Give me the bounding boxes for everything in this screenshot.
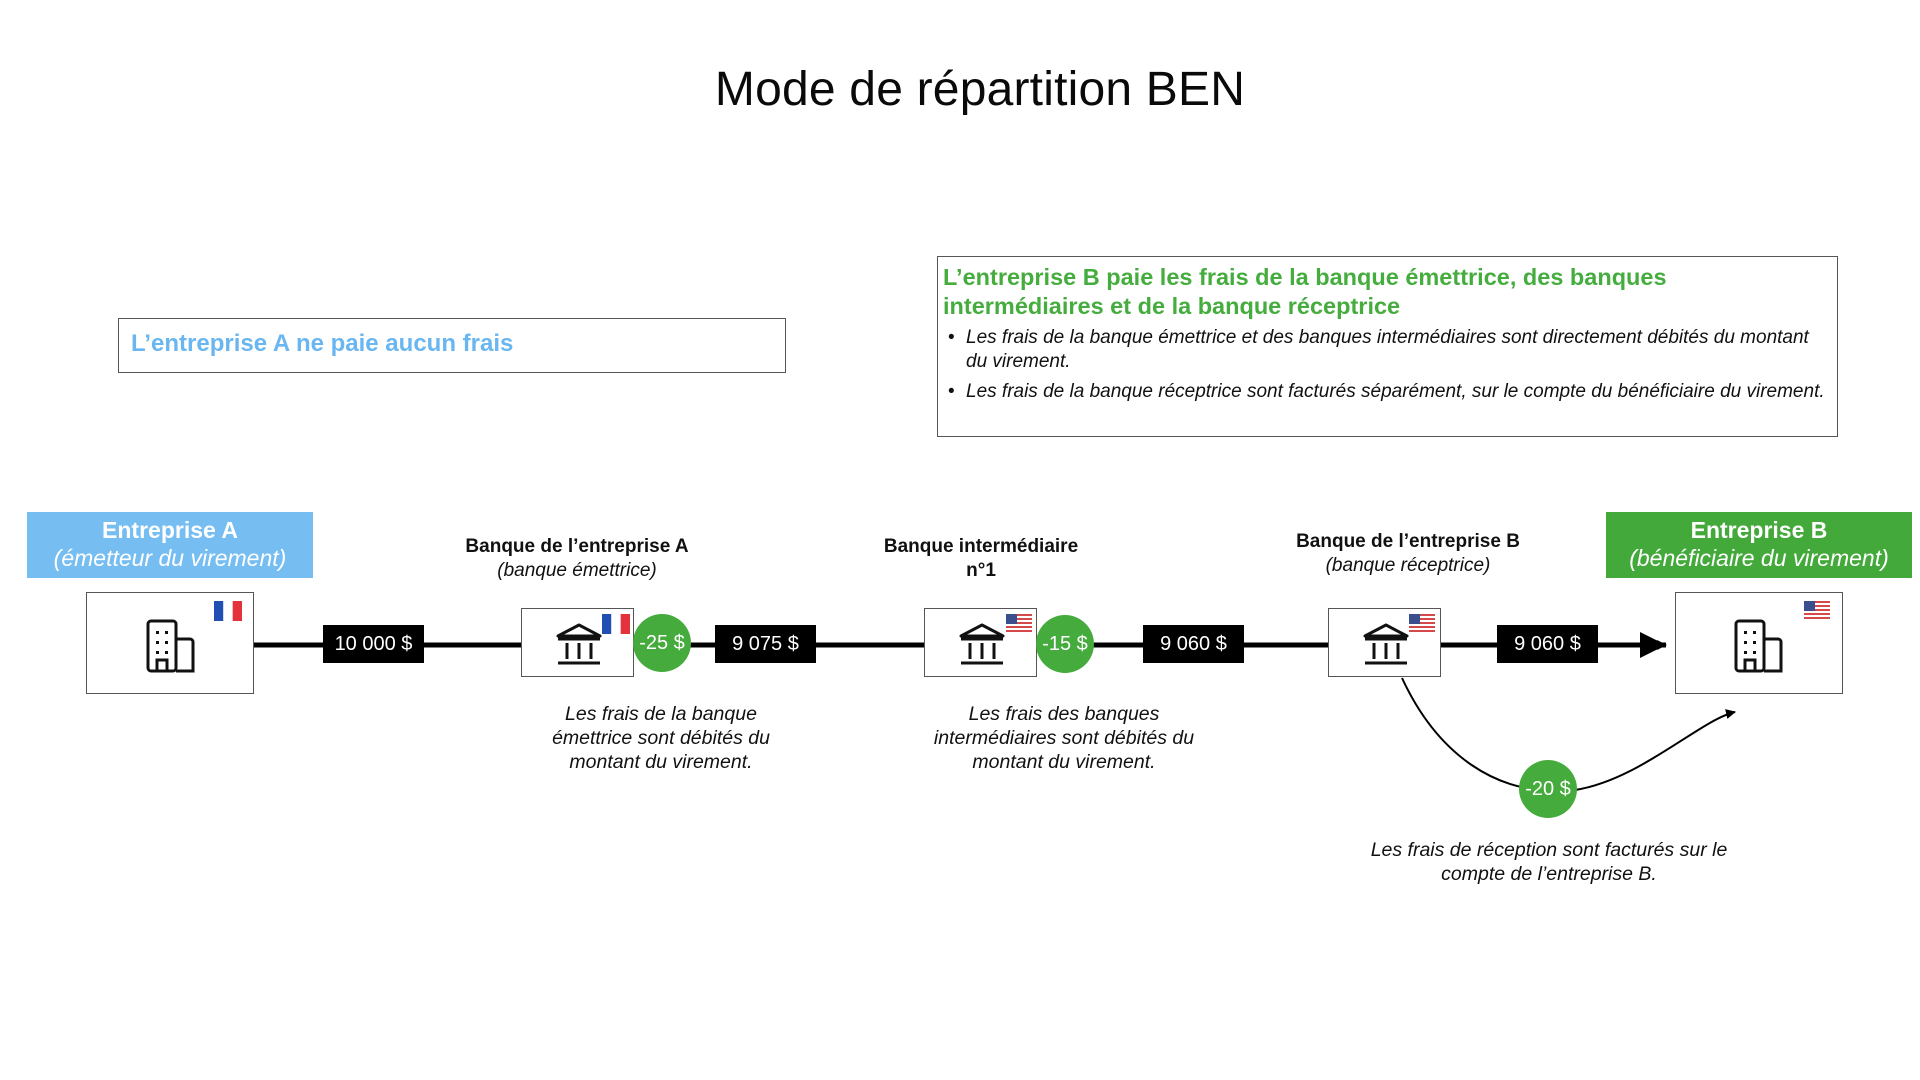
fee-bank-b: -20 $ xyxy=(1519,760,1577,818)
bank-b-role: (banque réceptrice) xyxy=(1325,555,1491,576)
france-flag-icon xyxy=(214,601,242,621)
note-bank-mid: Les frais des banques intermédiaires son… xyxy=(933,703,1195,773)
entreprise-b-label: Entreprise B (bénéficiaire du virement) xyxy=(1606,512,1912,578)
usa-flag-icon xyxy=(1804,601,1830,619)
office-building-icon xyxy=(146,619,195,673)
fee-bank-mid: -15 $ xyxy=(1036,615,1094,673)
fee-bank-a: -25 $ xyxy=(633,614,691,672)
final-arrow-head xyxy=(1640,632,1666,658)
bank-a-role: (banque émettrice) xyxy=(497,560,657,581)
bank-b-node xyxy=(1328,608,1441,677)
entreprise-a-node xyxy=(86,592,254,694)
info-box-bullet: Les frais de la banque émettrice et des … xyxy=(948,326,1832,374)
info-box-bullet-list: Les frais de la banque émettrice et des … xyxy=(943,326,1832,404)
reception-fee-curve-to-b xyxy=(1574,709,1736,791)
bank-mid-label: Banque intermédiaire n°1 xyxy=(831,535,1131,583)
note-bank-a: Les frais de la banque émettrice sont dé… xyxy=(552,703,770,773)
bank-mid-role: n°1 xyxy=(966,560,996,581)
amount-start: 10 000 $ xyxy=(323,625,424,663)
amount-after-bank-a: 9 075 $ xyxy=(715,625,816,663)
bank-a-node xyxy=(521,608,634,677)
bank-icon xyxy=(959,623,1005,665)
info-box-bullet: Les frais de la banque réceptrice sont f… xyxy=(948,380,1832,404)
entreprise-a-label: Entreprise A (émetteur du virement) xyxy=(27,512,313,578)
note-bank-b: Les frais de réception sont facturés sur… xyxy=(1370,839,1728,885)
bank-b-label: Banque de l’entreprise B (banque réceptr… xyxy=(1258,530,1558,578)
usa-flag-icon xyxy=(1409,614,1435,632)
info-box-entreprise-a: L’entreprise A ne paie aucun frais xyxy=(118,318,786,373)
bank-b-name: Banque de l’entreprise B xyxy=(1296,531,1520,552)
france-flag-icon xyxy=(602,614,630,634)
entreprise-b-name: Entreprise B xyxy=(1690,517,1828,543)
info-box-entreprise-b: L’entreprise B paie les frais de la banq… xyxy=(937,256,1838,437)
amount-after-mid: 9 060 $ xyxy=(1143,625,1244,663)
entreprise-b-node xyxy=(1675,592,1843,694)
office-building-icon xyxy=(1734,619,1783,673)
amount-final: 9 060 $ xyxy=(1497,625,1598,663)
bank-mid-node xyxy=(924,608,1037,677)
entreprise-b-role: (bénéficiaire du virement) xyxy=(1629,545,1889,571)
bank-a-name: Banque de l’entreprise A xyxy=(465,536,689,557)
info-box-heading: L’entreprise B paie les frais de la banq… xyxy=(943,264,1667,319)
usa-flag-icon xyxy=(1006,614,1032,632)
entreprise-a-name: Entreprise A xyxy=(102,517,238,543)
bank-a-label: Banque de l’entreprise A (banque émettri… xyxy=(427,535,727,583)
bank-mid-name: Banque intermédiaire xyxy=(883,536,1079,557)
bank-icon xyxy=(556,623,602,665)
page-title: Mode de répartition BEN xyxy=(714,63,1246,116)
entreprise-a-role: (émetteur du virement) xyxy=(53,545,287,571)
bank-icon xyxy=(1363,623,1409,665)
